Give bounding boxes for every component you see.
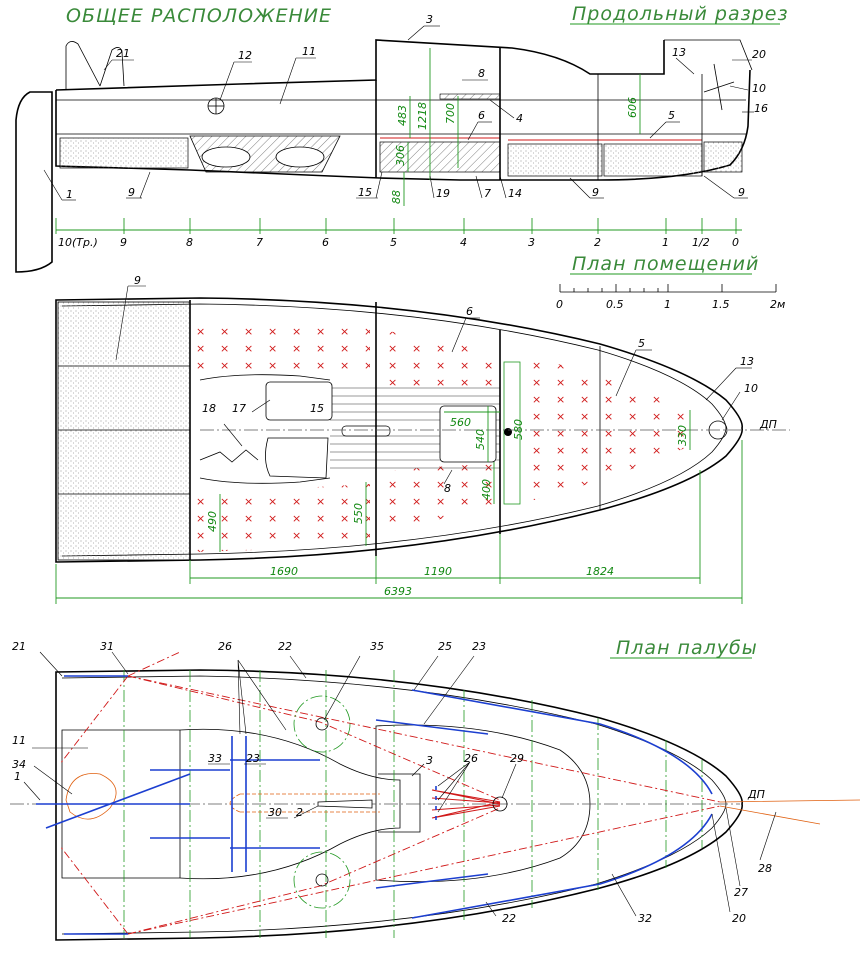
deck-callout-35: 35 — [370, 640, 384, 653]
callout-5: 5 — [668, 109, 675, 122]
plan-callout-18: 18 — [202, 402, 216, 415]
dim-6393: 6393 — [384, 585, 412, 598]
deck-callout-23-cockpit: 23 — [246, 752, 260, 765]
dim-1218: 1218 — [416, 102, 429, 130]
station-5: 5 — [390, 236, 397, 249]
deck-callout-33: 33 — [208, 752, 222, 765]
deck-callout-23-top: 23 — [472, 640, 486, 653]
dim-606: 606 — [626, 97, 639, 118]
station-half: 1/2 — [692, 236, 710, 249]
dim-1190: 1190 — [424, 565, 452, 578]
deck-callout-20: 20 — [732, 912, 746, 925]
dim-483: 483 — [396, 105, 409, 126]
callout-15: 15 — [358, 186, 372, 199]
plan-callout-8: 8 — [444, 482, 451, 495]
deck-callout-11: 11 — [12, 734, 26, 747]
scale-bar: 0 0.5 1 1.5 2м — [556, 284, 785, 311]
callout-20: 20 — [752, 48, 766, 61]
title-accommodation-plan: План помещений — [572, 253, 759, 275]
scale-1-5: 1.5 — [712, 298, 730, 311]
longitudinal-section-view: 483 1218 700 306 88 606 21 12 11 3 8 4 6… — [15, 13, 768, 273]
title-longitudinal-section: Продольный разрез — [572, 3, 789, 25]
plan-callout-15: 15 — [310, 402, 324, 415]
callout-19: 19 — [436, 187, 450, 200]
plan-callout-17: 17 — [232, 402, 246, 415]
scale-0-5: 0.5 — [606, 298, 624, 311]
scale-1: 1 — [664, 298, 671, 311]
dim-306: 306 — [394, 145, 407, 166]
deck-callout-32: 32 — [638, 912, 652, 925]
station-0: 0 — [732, 236, 739, 249]
callout-11: 11 — [302, 45, 316, 58]
plan-centerline-label: ДП — [759, 418, 777, 431]
deck-plan-view: 21 31 26 22 35 25 23 11 34 1 33 23 30 2 … — [10, 640, 861, 941]
dim-490: 490 — [206, 511, 219, 532]
station-9: 9 — [120, 236, 127, 249]
title-general-arrangement: ОБЩЕЕ РАСПОЛОЖЕНИЕ — [66, 5, 332, 27]
station-8: 8 — [186, 236, 193, 249]
dim-550: 550 — [352, 503, 365, 524]
dim-1824: 1824 — [586, 565, 614, 578]
station-10: 10(Тр.) — [58, 236, 98, 249]
deck-callout-27: 27 — [734, 886, 748, 899]
plan-callout-13: 13 — [740, 355, 754, 368]
callout-4: 4 — [516, 112, 523, 125]
station-6: 6 — [322, 236, 329, 249]
station-1: 1 — [662, 236, 669, 249]
scale-0: 0 — [556, 298, 563, 311]
deck-callout-3: 3 — [426, 754, 433, 767]
callout-21: 21 — [116, 47, 130, 60]
deck-callout-25: 25 — [438, 640, 452, 653]
callout-16: 16 — [754, 102, 768, 115]
deck-callout-22-bottom: 22 — [502, 912, 516, 925]
dim-1690: 1690 — [270, 565, 298, 578]
deck-callout-2: 2 — [296, 806, 303, 819]
station-2: 2 — [594, 236, 601, 249]
plan-callout-10: 10 — [744, 382, 758, 395]
scale-2m: 2м — [770, 298, 785, 311]
callout-14: 14 — [508, 187, 522, 200]
deck-callout-21: 21 — [12, 640, 26, 653]
callout-13: 13 — [672, 46, 686, 59]
plan-callout-5: 5 — [638, 337, 645, 350]
deck-callout-30: 30 — [268, 806, 282, 819]
dim-88: 88 — [390, 190, 403, 204]
deck-callout-26-cabin: 26 — [464, 752, 478, 765]
deck-centerline-label: ДП — [747, 788, 765, 801]
dim-560: 560 — [450, 416, 471, 429]
dim-400: 400 — [480, 479, 493, 500]
callout-7: 7 — [484, 187, 491, 200]
accommodation-plan-view: ДП 560 540 400 580 330 490 550 1690 1190… — [55, 274, 790, 604]
dim-700: 700 — [444, 103, 457, 124]
deck-callout-26-cockpit: 26 — [218, 640, 232, 653]
station-3: 3 — [528, 236, 535, 249]
dim-540: 540 — [474, 429, 487, 450]
station-7: 7 — [256, 236, 263, 249]
dim-330: 330 — [676, 425, 689, 446]
callout-10: 10 — [752, 82, 766, 95]
callout-12: 12 — [238, 49, 252, 62]
deck-callout-22-top: 22 — [278, 640, 292, 653]
callout-9-mid: 9 — [592, 186, 599, 199]
deck-callout-29: 29 — [510, 752, 524, 765]
dim-580: 580 — [512, 419, 525, 440]
deck-callout-28: 28 — [758, 862, 772, 875]
plan-callout-9: 9 — [134, 274, 141, 287]
station-4: 4 — [460, 236, 467, 249]
callout-9-fwd: 9 — [738, 186, 745, 199]
plan-callout-6: 6 — [466, 305, 473, 318]
callout-6: 6 — [478, 109, 485, 122]
callout-1: 1 — [66, 188, 73, 201]
callout-3: 3 — [426, 13, 433, 26]
deck-callout-31: 31 — [100, 640, 114, 653]
callout-9-aft: 9 — [128, 186, 135, 199]
deck-callout-34: 34 — [12, 758, 26, 771]
title-deck-plan: План палубы — [616, 637, 758, 659]
callout-8: 8 — [478, 67, 485, 80]
deck-callout-1: 1 — [14, 770, 21, 783]
